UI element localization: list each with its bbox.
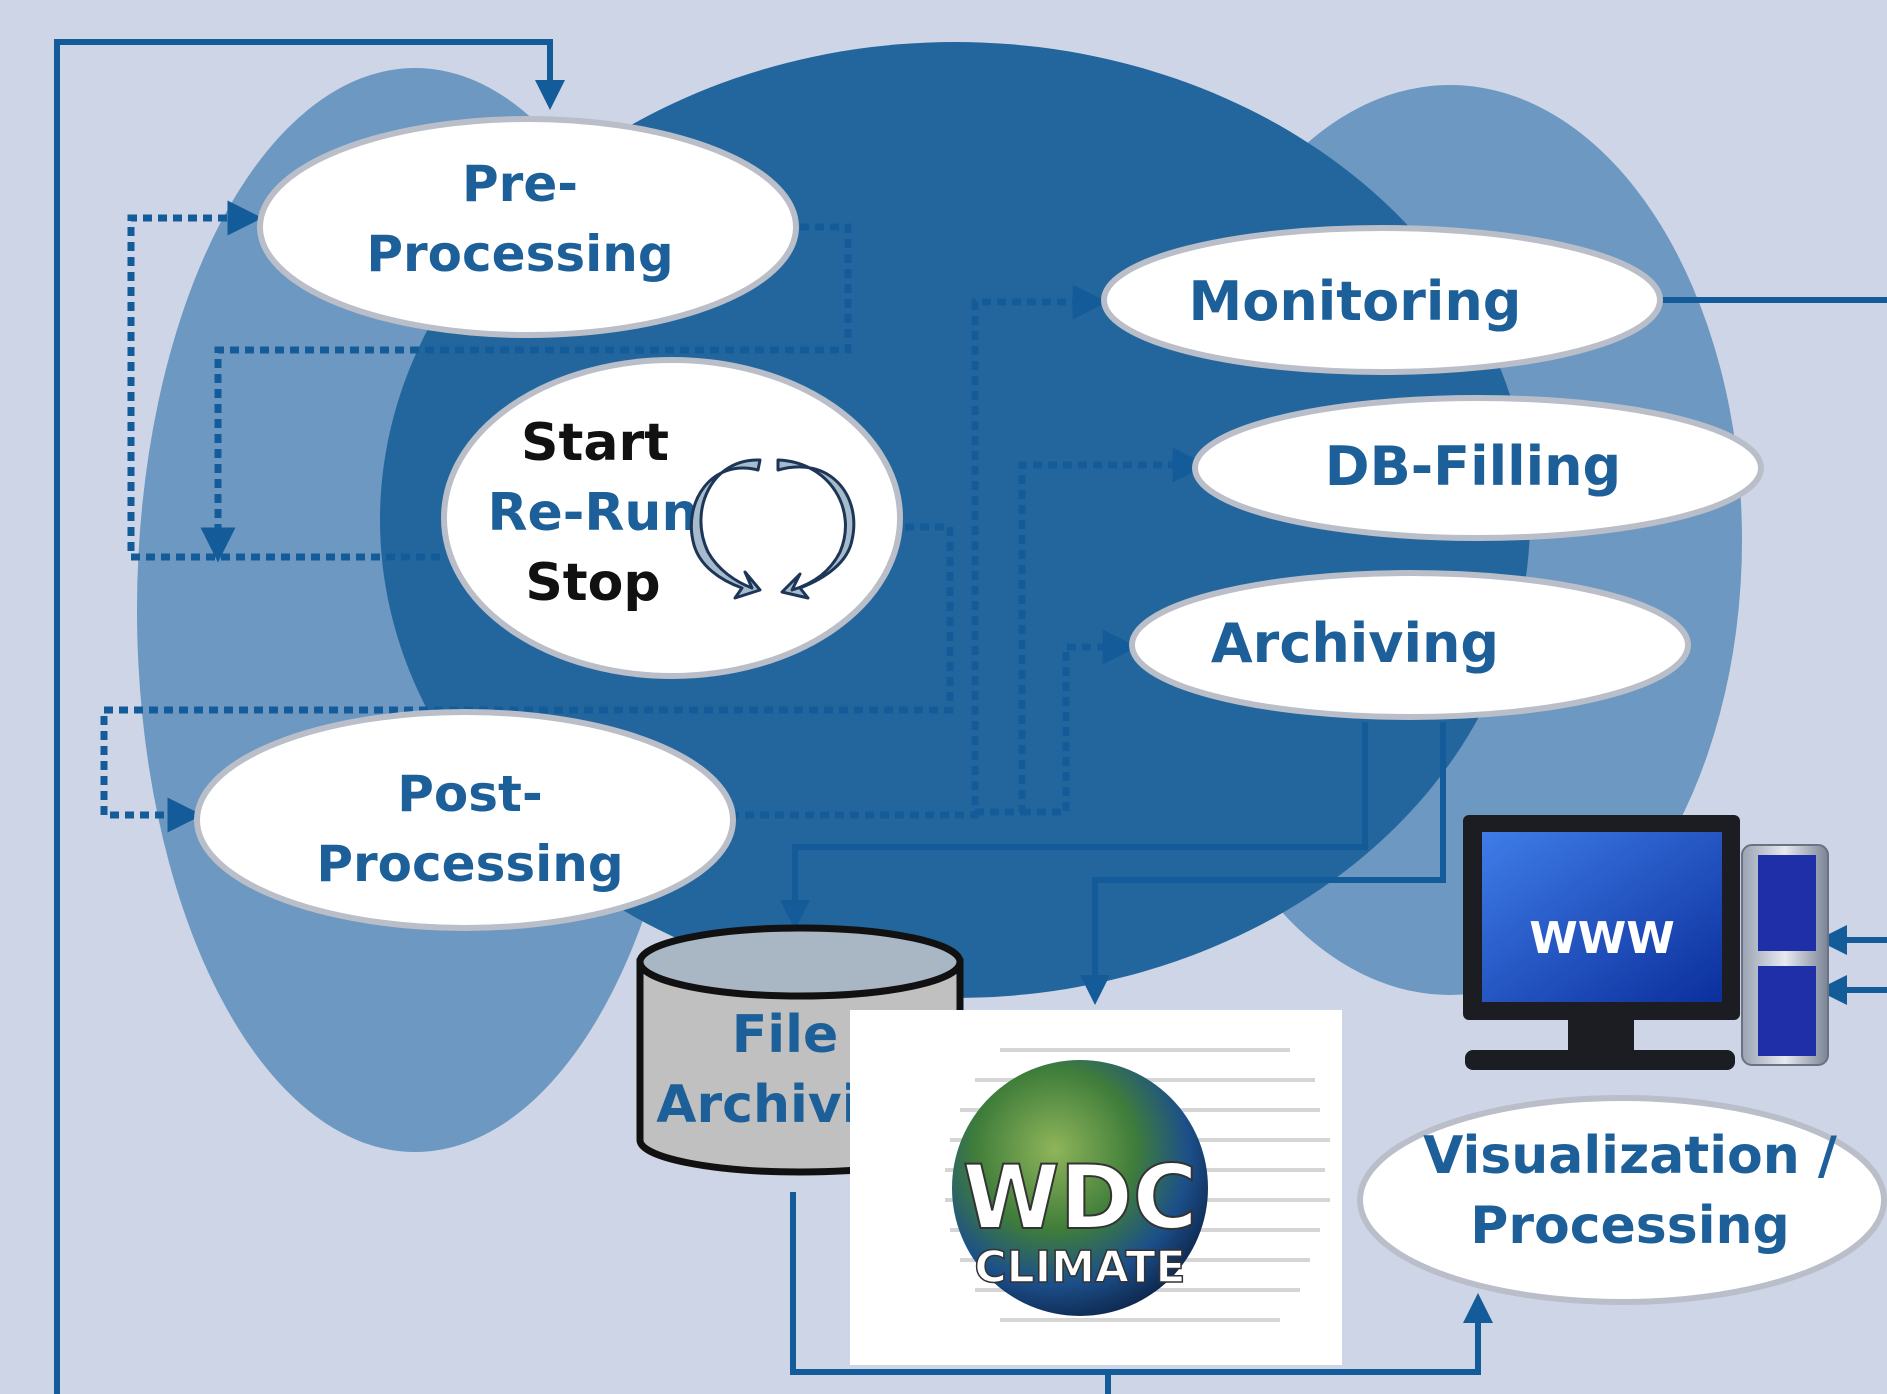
post-processing-line1: Post- <box>397 765 542 823</box>
control-to-post-dotted <box>100 523 954 833</box>
post-to-dbfilling-dotted <box>975 447 1208 816</box>
archiving-label: Archiving <box>1211 612 1499 675</box>
wdc-climate-logo: WDC CLIMATE <box>850 1010 1342 1365</box>
screen <box>1482 832 1722 1002</box>
file-archiving-line1: File <box>732 1005 838 1065</box>
globe-icon <box>952 1060 1208 1316</box>
monitoring-node[interactable]: Monitoring <box>1101 225 1663 375</box>
solid-connectors <box>54 39 1887 1394</box>
db-filling-node[interactable]: DB-Filling <box>1192 395 1764 541</box>
db-filling-label: DB-Filling <box>1325 435 1621 498</box>
pre-to-control-dotted <box>200 223 852 563</box>
post-processing-node[interactable]: Post- Processing <box>194 709 736 931</box>
visualization-line2: Processing <box>1470 1196 1790 1256</box>
monitoring-label: Monitoring <box>1189 270 1522 333</box>
cycle-arrows-icon <box>689 458 856 600</box>
archiving-to-wdc-line <box>1080 722 1446 1005</box>
archiving-to-file-line <box>780 722 1368 930</box>
pre-processing-line2: Processing <box>366 225 673 283</box>
wdc-text: WDC <box>963 1146 1198 1249</box>
stop-label[interactable]: Stop <box>525 553 660 613</box>
start-label[interactable]: Start <box>521 413 669 473</box>
control-node[interactable]: Start Re-Run Stop <box>441 357 903 679</box>
www-text: WWW <box>1529 913 1675 964</box>
control-to-pre-dotted <box>127 200 440 561</box>
climate-text: CLIMATE <box>974 1242 1185 1293</box>
post-to-monitoring-dotted <box>730 284 1108 819</box>
feedback-loop-line <box>54 39 565 1394</box>
rerun-label[interactable]: Re-Run <box>488 483 699 543</box>
archiving-node[interactable]: Archiving <box>1129 570 1691 720</box>
computer-icon: WWW <box>1463 815 1829 1070</box>
visualization-node[interactable]: Visualization / Processing <box>1357 1095 1887 1305</box>
pre-processing-line1: Pre- <box>462 155 578 213</box>
dotted-connectors <box>100 200 1208 833</box>
post-processing-line2: Processing <box>316 835 623 893</box>
pre-processing-node[interactable]: Pre- Processing <box>257 116 799 338</box>
post-to-archiving-dotted <box>1022 629 1138 816</box>
file-to-visualization-line <box>790 1192 1493 1375</box>
visualization-line1: Visualization / <box>1423 1126 1837 1186</box>
